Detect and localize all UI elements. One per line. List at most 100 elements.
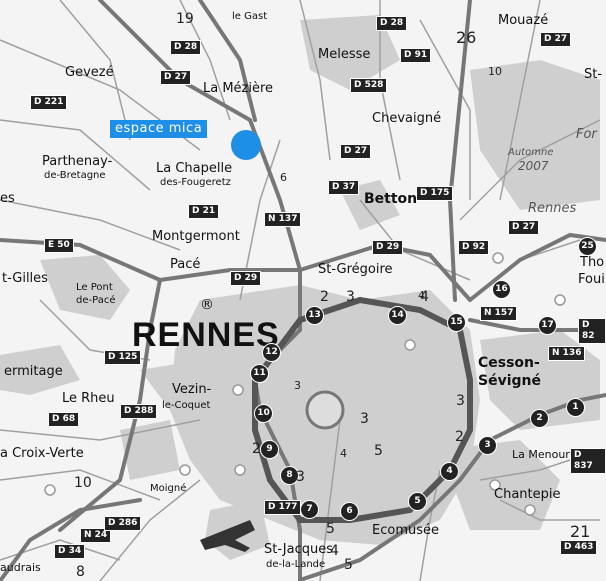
town-la-chapelle: La Chapelle bbox=[156, 161, 233, 176]
airport-icon bbox=[200, 520, 255, 552]
road-n24: N 24 bbox=[80, 528, 112, 543]
exit-4: 4 bbox=[440, 462, 459, 481]
town-cesson: Cesson- bbox=[478, 355, 540, 371]
road-d837: D 837 bbox=[570, 448, 606, 474]
forest-rennes: Rennes bbox=[528, 201, 577, 216]
road-e50: E 50 bbox=[44, 238, 74, 253]
exit-17: 17 bbox=[538, 316, 557, 335]
exit-25: 25 bbox=[578, 237, 597, 256]
town-mouaze: Mouazé bbox=[498, 13, 549, 28]
road-d286: D 286 bbox=[104, 516, 142, 531]
zone-number: 2 bbox=[455, 429, 464, 445]
road-d27-c: D 27 bbox=[540, 32, 572, 47]
zone-number: 4 bbox=[420, 289, 429, 305]
zone-number: 21 bbox=[570, 522, 591, 541]
town-st-jacques: St-Jacques bbox=[264, 542, 333, 557]
town-betton: Betton bbox=[364, 191, 418, 207]
zone-number: 3 bbox=[294, 379, 301, 392]
exit-1: 1 bbox=[566, 398, 585, 417]
exit-16: 16 bbox=[492, 280, 511, 299]
road-d68: D 68 bbox=[48, 412, 80, 427]
town-thorigne: Tho bbox=[580, 255, 605, 270]
road-d463: D 463 bbox=[560, 540, 598, 555]
zone-number: 4 bbox=[418, 289, 425, 302]
road-d27-d: D 27 bbox=[508, 220, 540, 235]
zone-number: 5 bbox=[374, 443, 383, 459]
forest-for: For bbox=[576, 127, 597, 142]
town-ecomusee: Ecomusée bbox=[372, 523, 439, 538]
town-la-meziere: La Mézière bbox=[203, 81, 274, 96]
zone-number: 26 bbox=[456, 28, 477, 47]
road-d82: D 82 bbox=[578, 318, 606, 344]
road-d28-a: D 28 bbox=[170, 40, 202, 55]
road-d21: D 21 bbox=[188, 204, 220, 219]
zone-number: 10 bbox=[488, 65, 502, 78]
town-parthenay-sub: de-Bretagne bbox=[44, 170, 106, 181]
zone-number: 10 bbox=[74, 475, 92, 491]
town-chantepie: Chantepie bbox=[494, 487, 561, 502]
road-d177: D 177 bbox=[264, 500, 302, 515]
town-st-gilles: t-Gilles bbox=[2, 271, 48, 286]
exit-6: 6 bbox=[340, 502, 359, 521]
exit-5: 5 bbox=[408, 492, 427, 511]
town-le-pont-sub: de-Pacé bbox=[76, 295, 116, 306]
exit-15: 15 bbox=[447, 313, 466, 332]
town-croix-verte: a Croix-Verte bbox=[0, 446, 84, 461]
exit-3: 3 bbox=[478, 436, 497, 455]
town-es: es bbox=[0, 191, 15, 206]
town-vezin: Vezin- bbox=[172, 382, 212, 397]
road-d29-b: D 29 bbox=[372, 240, 404, 255]
city-rennes: RENNES bbox=[132, 316, 280, 354]
town-montgermont: Montgermont bbox=[152, 229, 240, 244]
road-d29-a: D 29 bbox=[230, 271, 262, 286]
exit-11: 11 bbox=[250, 364, 269, 383]
road-d34: D 34 bbox=[54, 544, 86, 559]
town-thorigne-sub: Foui bbox=[578, 272, 605, 287]
zone-number: 3 bbox=[360, 411, 369, 427]
exit-7: 7 bbox=[300, 500, 319, 519]
town-le-gast: le Gast bbox=[232, 11, 268, 22]
year-label: 2007 bbox=[518, 159, 549, 173]
town-baudrais: audrais bbox=[0, 561, 41, 574]
exit-12: 12 bbox=[262, 343, 281, 362]
location-marker-icon[interactable] bbox=[231, 130, 261, 160]
road-n136: N 136 bbox=[548, 346, 586, 361]
road-d92: D 92 bbox=[458, 240, 490, 255]
road-d528: D 528 bbox=[350, 78, 388, 93]
road-d28-b: D 28 bbox=[376, 16, 408, 31]
zone-number: 8 bbox=[76, 564, 85, 580]
exit-2: 2 bbox=[530, 409, 549, 428]
town-cesson-sub: Sévigné bbox=[478, 373, 541, 389]
registered-mark: ® bbox=[200, 297, 214, 313]
town-chevaigne: Chevaigné bbox=[372, 111, 442, 126]
exit-10: 10 bbox=[254, 404, 273, 423]
road-d27-a: D 27 bbox=[160, 70, 192, 85]
road-n157: N 157 bbox=[480, 306, 518, 321]
town-st-gregoire: St-Grégoire bbox=[318, 262, 393, 277]
town-le-pont: Le Pont bbox=[76, 282, 113, 293]
espace-mica-callout[interactable]: espace mica bbox=[110, 120, 208, 138]
town-la-chapelle-sub: des-Fougeretz bbox=[160, 177, 231, 188]
zone-number: 3 bbox=[296, 469, 305, 485]
road-d288: D 288 bbox=[120, 404, 158, 419]
road-d91: D 91 bbox=[400, 48, 432, 63]
exit-8: 8 bbox=[280, 466, 299, 485]
town-pace: Pacé bbox=[170, 257, 201, 272]
road-d37: D 37 bbox=[328, 180, 360, 195]
zone-number: 3 bbox=[456, 393, 465, 409]
road-n137: N 137 bbox=[264, 212, 302, 227]
town-st-a: St- bbox=[584, 67, 603, 82]
zone-number: 3 bbox=[346, 289, 355, 305]
exit-13: 13 bbox=[305, 306, 324, 325]
autumn-label: Automne bbox=[508, 147, 554, 158]
road-d175: D 175 bbox=[416, 186, 454, 201]
town-geveze: Gevezé bbox=[65, 65, 114, 80]
zone-number: 4 bbox=[340, 447, 347, 460]
zone-number: 5 bbox=[344, 557, 353, 573]
zone-number: 5 bbox=[326, 521, 335, 537]
town-st-jacques-sub: de-la-Lande bbox=[266, 559, 326, 570]
zone-number: 4 bbox=[330, 543, 339, 559]
road-d125: D 125 bbox=[104, 350, 142, 365]
